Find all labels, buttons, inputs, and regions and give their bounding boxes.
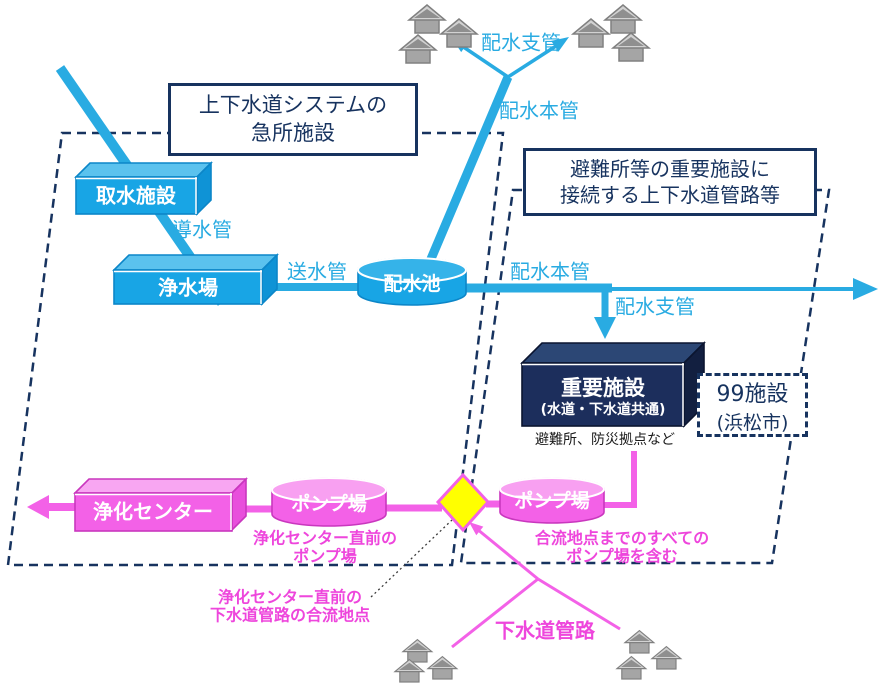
arrowhead-icon <box>27 495 49 519</box>
title-line: 上下水道システムの <box>198 93 388 118</box>
critical-facilities-title-box: 上下水道システムの 急所施設 <box>168 83 418 156</box>
note-line: ポンプ場を含む <box>566 547 678 566</box>
house-icon <box>440 18 478 48</box>
important-pipelines-title-box: 避難所等の重要施設に 接続する上下水道管路等 <box>523 148 817 216</box>
important-facility-subtitle: (水道・下水道共通) <box>540 401 666 418</box>
sewer-pipeline-left <box>451 577 539 649</box>
facility-count-city: (浜松市) <box>716 411 789 434</box>
sewer-pipeline-label: 下水道管路 <box>495 618 595 643</box>
house-icon <box>394 658 425 683</box>
pump-note-left: 浄化センター直前の ポンプ場 <box>252 528 398 567</box>
note-line: 下水道管路の合流地点 <box>209 606 371 625</box>
title-line: 急所施設 <box>251 120 335 145</box>
junction-pointer-line <box>370 519 453 598</box>
important-facility-note: 避難所、防災拠点など <box>535 431 675 448</box>
note-line: ポンプ場 <box>293 547 357 566</box>
important-facility-box <box>520 341 706 428</box>
house-icon <box>651 645 682 670</box>
purification-plant-label: 浄水場 <box>158 275 218 300</box>
house-icon <box>616 655 647 680</box>
arrowhead-icon <box>594 317 616 339</box>
note-line: 浄化センター直前の <box>217 587 363 607</box>
sewer-pipeline-to-junction <box>476 527 539 581</box>
pump-station-left-cylinder <box>271 477 387 527</box>
house-icon <box>399 34 437 64</box>
distribution-branch-left-pipe <box>461 44 509 79</box>
note-line: 合流地点までのすべての <box>534 528 710 548</box>
pump-station-right-cylinder <box>499 477 605 524</box>
purification-plant-box <box>112 253 279 306</box>
house-icon <box>624 629 655 654</box>
label-distribution-main-right: 配水本管 <box>510 259 590 284</box>
house-icon <box>572 18 610 48</box>
title-line: 避難所等の重要施設に <box>570 157 770 181</box>
note-line: 浄化センター直前の <box>252 528 398 548</box>
arrowhead-icon <box>853 278 878 300</box>
pump-station-left-label: ポンプ場 <box>291 493 367 516</box>
label-transmission: 送水管 <box>287 259 347 284</box>
arrowhead-icon <box>551 37 569 52</box>
pump-station-right-label: ポンプ場 <box>514 490 590 513</box>
label-distribution-branch-top: 配水支管 <box>481 30 561 55</box>
intake-facility-box <box>74 161 213 216</box>
pump-note-right: 合流地点までのすべての ポンプ場を含む <box>534 528 710 567</box>
reservoir-cylinder <box>357 257 467 306</box>
house-icon <box>402 638 433 663</box>
distribution-branch-right-pipe <box>507 44 557 79</box>
label-distribution-main-top: 配水本管 <box>499 98 579 123</box>
important-facility-label: 重要施設 <box>561 375 645 400</box>
treatment-center-label: 浄化センター <box>93 499 213 524</box>
label-distribution-branch-right: 配水支管 <box>615 294 695 319</box>
facility-count: 99施設 <box>716 381 789 407</box>
house-icon <box>408 4 446 34</box>
distribution-main-riser-pipe <box>423 75 513 268</box>
label-conduit: 導水管 <box>172 217 232 242</box>
house-icon <box>612 32 650 62</box>
junction-note: 浄化センター直前の 下水道管路の合流地点 <box>209 587 371 626</box>
treatment-center-box <box>73 477 248 532</box>
facility-count-box: 99施設 (浜松市) <box>697 373 808 437</box>
sewer-junction-diamond <box>435 472 491 533</box>
reservoir-label: 配水池 <box>383 273 441 296</box>
house-icon <box>427 655 458 680</box>
intake-facility-label: 取水施設 <box>96 183 176 208</box>
house-icon <box>604 4 642 34</box>
arrowhead-icon <box>469 522 484 536</box>
facility-sewage-pipe <box>601 451 637 508</box>
title-line: 接続する上下水道管路等 <box>560 183 780 207</box>
sewer-pipeline-right <box>537 577 621 631</box>
